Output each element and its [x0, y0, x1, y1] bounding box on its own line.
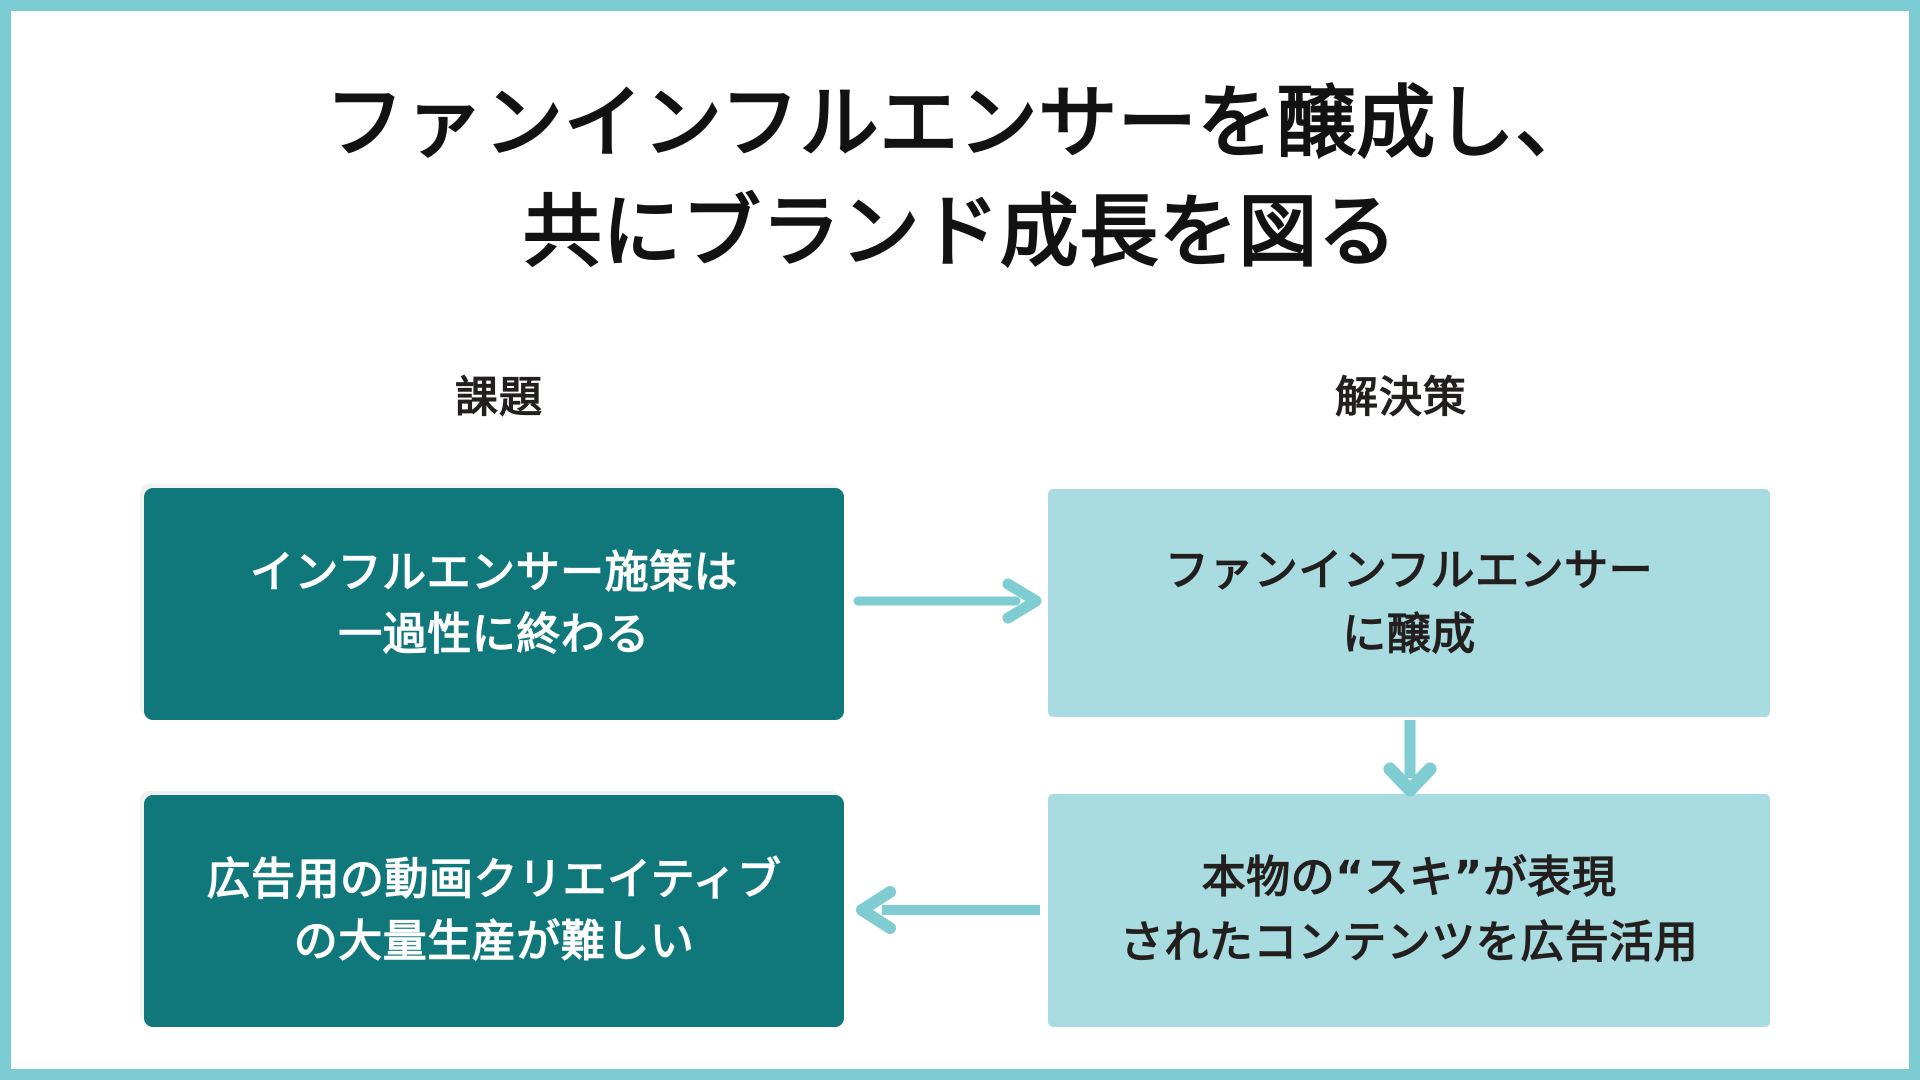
solution-box-1-line-2: に醸成 — [1342, 609, 1476, 660]
problem-box-1-line-1: インフルエンサー施策は — [249, 546, 739, 598]
page-title-line-1: ファンインフルエンサーを醸成し、 — [325, 77, 1595, 169]
solution-box-1-line-1: ファンインフルエンサー — [1164, 544, 1654, 596]
arrow-down-icon — [1383, 718, 1437, 797]
arrow-right-icon — [853, 578, 1042, 624]
column-header-solution: 解決策 — [1335, 373, 1467, 423]
problem-box-2-line-1: 広告用の動画クリエイティブ — [206, 853, 782, 905]
solution-box-2[interactable]: 本物の“スキ”が表現 されたコンテンツを広告活用 — [1048, 794, 1770, 1027]
problem-box-1[interactable]: インフルエンサー施策は 一過性に終わる — [144, 488, 844, 720]
problem-box-2[interactable]: 広告用の動画クリエイティブ の大量生産が難しい — [144, 795, 844, 1027]
solution-box-2-line-2: されたコンテンツを広告活用 — [1119, 916, 1699, 968]
solution-box-1[interactable]: ファンインフルエンサー に醸成 — [1048, 489, 1770, 717]
problem-box-1-line-2: 一過性に終わる — [338, 609, 650, 660]
problem-box-2-line-2: の大量生産が難しい — [293, 916, 695, 967]
solution-box-2-line-1: 本物の“スキ”が表現 — [1201, 852, 1617, 904]
page-title: ファンインフルエンサーを醸成し、 共にブランド成長を図る — [11, 69, 1909, 287]
page-title-line-2: 共にブランド成長を図る — [522, 186, 1398, 279]
arrow-left-icon — [856, 886, 1042, 934]
column-header-problem: 課題 — [455, 373, 543, 423]
